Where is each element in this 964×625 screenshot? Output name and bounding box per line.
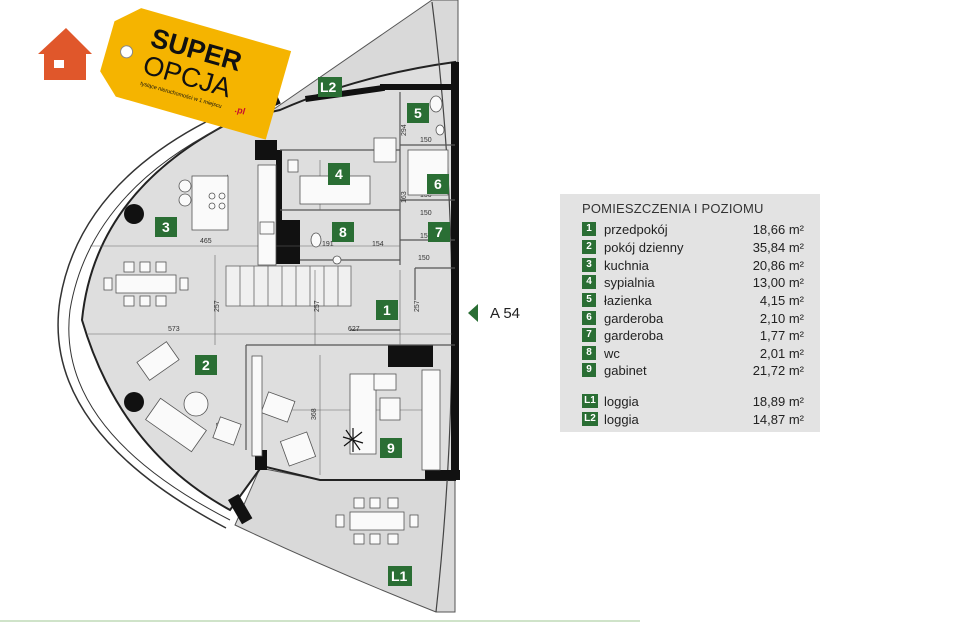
dim-label: 191	[322, 241, 334, 248]
column	[124, 204, 144, 224]
study-furniture	[251, 355, 441, 471]
room-badge: 6	[434, 176, 442, 192]
legend-badge: 1	[582, 222, 596, 236]
legend-room-name: loggia	[604, 394, 639, 409]
legend-room-name: pokój dzienny	[604, 240, 684, 255]
legend-room-name: wc	[604, 346, 620, 361]
dim-label: 465	[200, 238, 212, 245]
room-badge: 4	[335, 166, 343, 182]
outer-arc	[57, 111, 227, 529]
legend-room-area: 21,72 m²	[752, 363, 804, 378]
room-badge: L1	[391, 568, 408, 584]
legend-row: 6 garderoba 2,10 m²	[582, 310, 804, 327]
legend-room-area: 4,15 m²	[759, 293, 804, 308]
dim-label: 150	[420, 210, 432, 217]
legend-room-area: 13,00 m²	[752, 275, 804, 290]
bottom-divider	[0, 620, 640, 622]
logo-domain: .pl	[234, 104, 247, 117]
legend-title: POMIESZCZENIA I POZIOMU	[582, 201, 764, 216]
legend-row: 1 przedpokój 18,66 m²	[582, 221, 804, 238]
house-icon	[38, 28, 92, 80]
loggia-l1-floor	[234, 467, 456, 613]
legend-room-area: 1,77 m²	[759, 328, 804, 343]
entrance-arrow-icon	[468, 304, 478, 322]
plant-icon	[342, 428, 364, 452]
room-badge: 9	[387, 440, 395, 456]
room-legend: POMIESZCZENIA I POZIOMU 1 przedpokój 18,…	[560, 194, 820, 432]
dim-label: 150	[420, 192, 432, 199]
legend-room-area: 18,89 m²	[752, 394, 804, 409]
legend-badge: 5	[582, 293, 596, 307]
legend-badge: L2	[582, 412, 598, 426]
legend-row: L1 loggia 18,89 m²	[582, 393, 804, 410]
legend-row: 8 wc 2,01 m²	[582, 345, 804, 362]
legend-room-name: sypialnia	[604, 275, 655, 290]
legend-room-area: 35,84 m²	[752, 240, 804, 255]
loggia-table	[335, 497, 419, 545]
legend-badge: 4	[582, 275, 596, 289]
apartment-label: A 54	[490, 305, 520, 322]
room-badge: L2	[320, 79, 337, 95]
room-badges: 1 2 3 4 5 6 7 8 9 L1 L2	[155, 77, 450, 586]
dim-label: 368	[311, 408, 318, 420]
legend-badge: 7	[582, 328, 596, 342]
sofas	[136, 341, 242, 453]
room-badge: 3	[162, 219, 170, 235]
column	[124, 392, 144, 412]
legend-badge: 6	[582, 311, 596, 325]
legend-room-name: gabinet	[604, 363, 647, 378]
partitions	[245, 92, 455, 450]
super-opcja-logo: SUPER OPCJA tysiące nieruchomości w 1 mi…	[38, 8, 292, 140]
legend-room-area: 2,01 m²	[759, 346, 804, 361]
legend-badge: 2	[582, 240, 596, 254]
legend-room-area: 20,86 m²	[752, 258, 804, 273]
legend-badge: 9	[582, 363, 596, 377]
legend-row: 7 garderoba 1,77 m²	[582, 327, 804, 344]
legend-room-name: łazienka	[604, 293, 652, 308]
legend-badge: 8	[582, 346, 596, 360]
room-badge: 2	[202, 357, 210, 373]
legend-room-area: 2,10 m²	[759, 311, 804, 326]
legend-room-name: loggia	[604, 412, 639, 427]
room-badge: 1	[383, 302, 391, 318]
legend-row: 4 sypialnia 13,00 m²	[582, 274, 804, 291]
legend-row: 5 łazienka 4,15 m²	[582, 292, 804, 309]
dim-label: 257	[414, 300, 421, 312]
inner-arc	[68, 121, 233, 521]
legend-room-area: 14,87 m²	[752, 412, 804, 427]
price-tag	[100, 8, 292, 140]
legend-row: 2 pokój dzienny 35,84 m²	[582, 239, 804, 256]
dim-label: 294	[401, 124, 408, 136]
legend-badge: L1	[582, 394, 598, 408]
room-badge: 8	[339, 224, 347, 240]
dim-label: 257	[214, 300, 221, 312]
dim-label: 150	[420, 137, 432, 144]
kitchen-furniture	[178, 164, 277, 266]
legend-row: 9 gabinet 21,72 m²	[582, 362, 804, 379]
staircase	[225, 265, 352, 307]
house-window-icon	[54, 60, 64, 68]
legend-room-name: garderoba	[604, 311, 664, 326]
tag-hole	[120, 45, 134, 59]
dim-label: 257	[314, 300, 321, 312]
legend-room-name: kuchnia	[604, 258, 649, 273]
legend-row: 3 kuchnia 20,86 m²	[582, 257, 804, 274]
legend-badge: 3	[582, 258, 596, 272]
dim-label: 163	[401, 191, 408, 203]
room-badge: 5	[414, 105, 422, 121]
legend-room-area: 18,66 m²	[752, 222, 804, 237]
dim-label: 627	[348, 326, 360, 333]
legend-room-name: przedpokój	[604, 222, 668, 237]
dim-label: 573	[168, 326, 180, 333]
bedroom-furniture	[287, 137, 397, 205]
dim-label: 150	[420, 233, 432, 240]
dim-label: 154	[372, 241, 384, 248]
legend-row: L2 loggia 14,87 m²	[582, 411, 804, 428]
room-badge: 7	[435, 224, 443, 240]
dim-label: 150	[418, 255, 430, 262]
dining-table-living	[103, 261, 189, 307]
legend-room-name: garderoba	[604, 328, 664, 343]
